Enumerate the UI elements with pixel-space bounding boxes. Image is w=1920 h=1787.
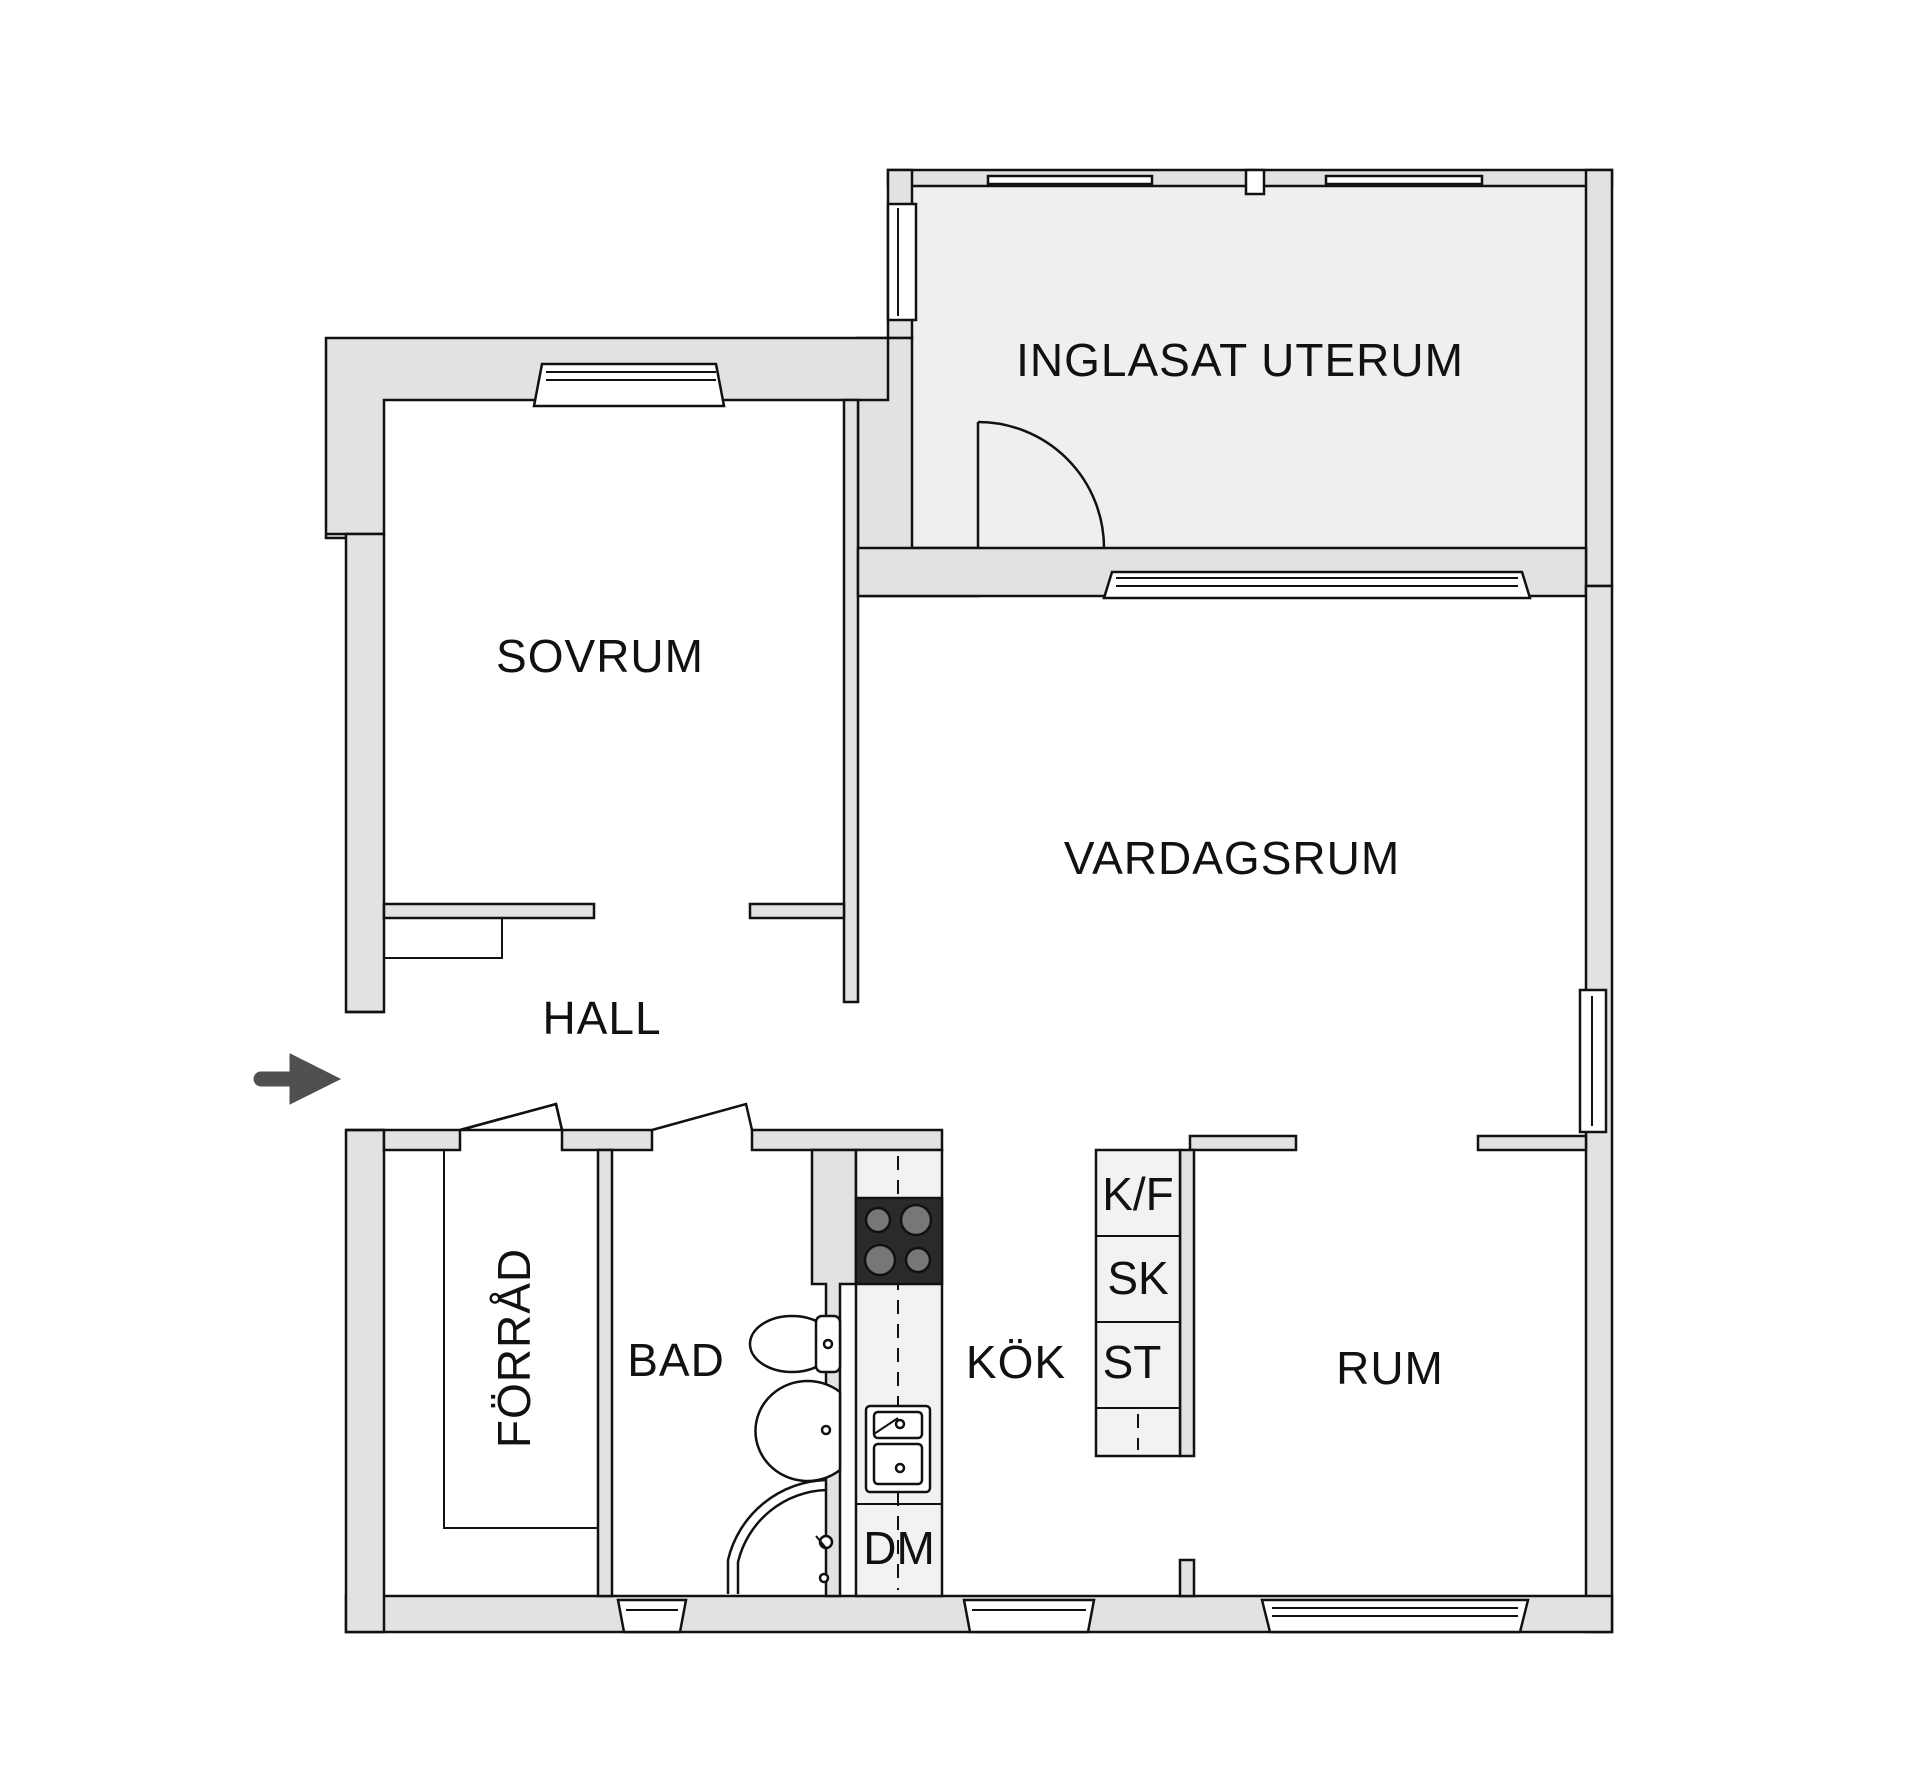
- right-window: [1578, 988, 1608, 1134]
- room-label-rum: RUM: [1336, 1342, 1444, 1394]
- room-label-uterum: INGLASAT UTERUM: [1016, 334, 1464, 386]
- toilet-icon: [748, 1314, 842, 1374]
- uterum-wall-right: [1584, 168, 1614, 588]
- hall-partition-forrad: [382, 1128, 462, 1152]
- room-label-vardagsrum: VARDAGSRUM: [1064, 832, 1400, 884]
- sovrum-hall-partition-left: [382, 902, 596, 920]
- dishwasher-label: DM: [863, 1522, 935, 1574]
- sovrum-window: [532, 362, 726, 408]
- main-wall-left-upper: [326, 532, 386, 1014]
- shower-icon: [726, 1478, 834, 1594]
- uterum-door: [976, 420, 1106, 549]
- uterum-floor: [912, 172, 1592, 548]
- room-label-sovrum: SOVRUM: [496, 630, 704, 682]
- sovrum-hall-partition-right: [748, 902, 846, 920]
- bad-window: [616, 1598, 688, 1634]
- hall-partition-bad: [750, 1128, 944, 1152]
- hall-closet: [383, 918, 503, 959]
- hall-partition-mid: [560, 1128, 654, 1152]
- forrad-bad-wall: [596, 1148, 614, 1598]
- uterum-window-left: [886, 202, 918, 322]
- bad-door: [651, 1102, 754, 1132]
- rum-partition-left: [1188, 1134, 1298, 1152]
- room-label-bad: BAD: [627, 1334, 725, 1386]
- uterum-mullion: [1244, 168, 1266, 196]
- rum-window: [1260, 1598, 1530, 1634]
- forrad-door: [459, 1102, 564, 1132]
- vardagsrum-window: [1102, 570, 1532, 600]
- kok-wall-bottom-stub: [1178, 1558, 1196, 1598]
- forrad-shelf: [443, 1150, 598, 1529]
- kok-window: [962, 1598, 1096, 1634]
- kitchen-sink-icon: [864, 1404, 932, 1494]
- entrance-opening: [342, 1014, 388, 1128]
- main-wall-left-lower: [344, 1128, 386, 1634]
- cabinet-label: SK: [1107, 1252, 1169, 1304]
- kitchen-island: [1094, 1148, 1182, 1458]
- sovrum-wall-right-fill: [842, 398, 860, 1004]
- uterum-window-top-left: [986, 174, 1154, 186]
- fridge-freezer-label: K/F: [1102, 1168, 1174, 1220]
- room-label-kok: KÖK: [966, 1336, 1066, 1388]
- rum-partition-right: [1476, 1134, 1588, 1152]
- room-label-hall: HALL: [542, 992, 661, 1044]
- oven-label: ST: [1103, 1336, 1162, 1388]
- uterum-window-top-right: [1324, 174, 1484, 186]
- stove-icon: [854, 1196, 944, 1286]
- entrance-arrow-icon: [253, 1053, 342, 1105]
- island-wall: [1178, 1148, 1196, 1458]
- sink-icon: [754, 1379, 842, 1483]
- room-label-forrad: FÖRRÅD: [488, 1248, 540, 1448]
